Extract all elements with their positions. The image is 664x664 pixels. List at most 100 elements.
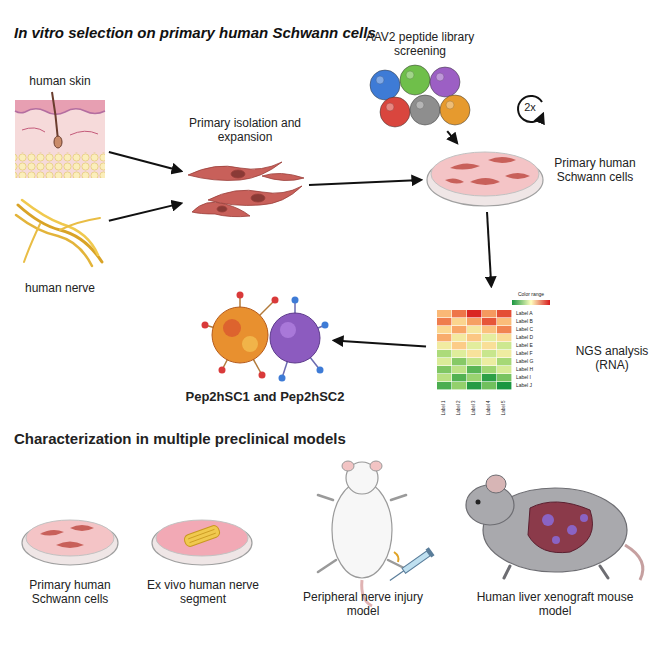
heatmap-cell xyxy=(437,358,451,365)
mouse-illustration xyxy=(567,525,577,535)
caption: Primary human Schwann cells xyxy=(10,578,130,606)
heatmap-cell xyxy=(467,326,481,333)
heatmap-label: Label G xyxy=(516,359,534,365)
nerve-illustration xyxy=(60,218,100,230)
section-title: In vitro selection on primary human Schw… xyxy=(14,24,376,41)
heatmap-cell xyxy=(467,374,481,381)
aav-library-illustration xyxy=(406,71,414,79)
capsid-illustration xyxy=(279,297,329,382)
heatmap-label: Label F xyxy=(516,351,533,357)
aav-library-illustration xyxy=(416,101,424,109)
cell-culture-illustration xyxy=(192,202,250,216)
skin-illustration xyxy=(15,100,105,178)
petri-dish xyxy=(40,525,94,548)
petri-dish xyxy=(445,178,464,183)
flow-arrow xyxy=(487,212,491,286)
mouse-illustration xyxy=(552,536,560,544)
heatmap-label: Label 1 xyxy=(442,400,447,415)
mouse-illustration xyxy=(504,566,608,578)
flow-arrow xyxy=(109,152,181,171)
aav-library-illustration xyxy=(436,73,444,81)
heatmap-cell xyxy=(452,342,466,349)
petri-dish xyxy=(445,157,530,185)
petri-dish xyxy=(427,152,543,206)
heatmap-cell xyxy=(437,334,451,341)
heatmap-label: Label D xyxy=(516,335,533,341)
capsid-illustration xyxy=(279,375,286,382)
heatmap-cell xyxy=(497,366,511,373)
heatmap-label: Label J xyxy=(516,383,532,389)
heatmap-label: Label E xyxy=(516,343,533,349)
heatmap-cell xyxy=(437,350,451,357)
heatmap-cell xyxy=(497,342,511,349)
mouse-illustration xyxy=(542,514,588,544)
flow-arrow xyxy=(309,180,421,185)
heatmap-cell xyxy=(482,326,496,333)
illustration-node: human skin xyxy=(15,100,105,178)
heatmap-cell xyxy=(497,318,511,325)
nerve-segment-dish xyxy=(183,524,221,548)
capsid-illustration xyxy=(317,367,324,374)
illustration-node: Human liver xenograft mouse model xyxy=(465,478,650,578)
caption: Primary isolation and expansion xyxy=(180,116,310,144)
heatmap-cell xyxy=(497,382,511,389)
cell-culture-illustration xyxy=(208,186,302,205)
rat-illustration xyxy=(402,551,430,573)
nerve-segment-dish xyxy=(152,521,252,565)
skin-illustration xyxy=(54,136,62,148)
mouse-illustration xyxy=(486,475,506,493)
skin-illustration xyxy=(15,152,105,178)
capsid-illustration xyxy=(202,322,209,329)
heatmap-cell xyxy=(467,358,481,365)
skin-illustration xyxy=(15,109,105,115)
illustration-node: human nerve xyxy=(15,195,105,270)
skin-illustration xyxy=(15,100,105,114)
petri-dish xyxy=(431,152,539,196)
caption: NGS analysis (RNA) xyxy=(564,344,660,372)
aav-library-illustration xyxy=(410,95,440,125)
petri-dish xyxy=(70,525,94,531)
nerve-segment-dish xyxy=(190,533,216,543)
aav-library-illustration xyxy=(400,65,430,95)
heatmap-cell xyxy=(482,318,496,325)
heatmap-cell xyxy=(497,350,511,357)
capsid-illustration xyxy=(270,313,320,363)
heatmap-cell xyxy=(497,310,511,317)
heatmap-cell xyxy=(452,310,466,317)
nerve-segment-dish xyxy=(156,520,248,556)
caption: Ex vivo human nerve segment xyxy=(143,578,263,606)
aav-library-illustration xyxy=(376,76,384,84)
petri-dish xyxy=(488,157,516,163)
nerve-segment-dish xyxy=(183,524,221,548)
aav-library-illustration xyxy=(370,65,470,127)
heatmap-cell xyxy=(467,318,481,325)
cycle-arrow xyxy=(518,96,543,122)
aav-library-illustration xyxy=(386,103,394,111)
heatmap-cell xyxy=(482,310,496,317)
heatmap-cell xyxy=(482,358,496,365)
heatmap-cell xyxy=(482,374,496,381)
mouse-illustration xyxy=(542,514,554,526)
rat-illustration xyxy=(390,571,404,581)
capsid-illustration xyxy=(202,292,329,382)
heatmap-cell xyxy=(497,358,511,365)
petri-dish xyxy=(22,521,118,565)
mouse-illustration xyxy=(580,514,588,522)
cycle-arrow xyxy=(518,96,543,122)
aav-library-illustration xyxy=(380,97,410,127)
heatmap xyxy=(512,300,550,305)
cell-culture-illustration xyxy=(262,173,304,180)
capsid-illustration xyxy=(219,367,226,374)
caption: Primary human Schwann cells xyxy=(549,156,641,184)
skin-illustration xyxy=(52,92,58,140)
heatmap-cell xyxy=(467,310,481,317)
heatmap xyxy=(437,300,550,389)
heatmap-label: Label C xyxy=(516,327,533,333)
heatmap-cell xyxy=(452,374,466,381)
heatmap-cell xyxy=(467,342,481,349)
heatmap-cell xyxy=(467,350,481,357)
capsid-illustration xyxy=(259,372,266,379)
heatmap-cell xyxy=(452,326,466,333)
rat-illustration xyxy=(387,547,435,584)
